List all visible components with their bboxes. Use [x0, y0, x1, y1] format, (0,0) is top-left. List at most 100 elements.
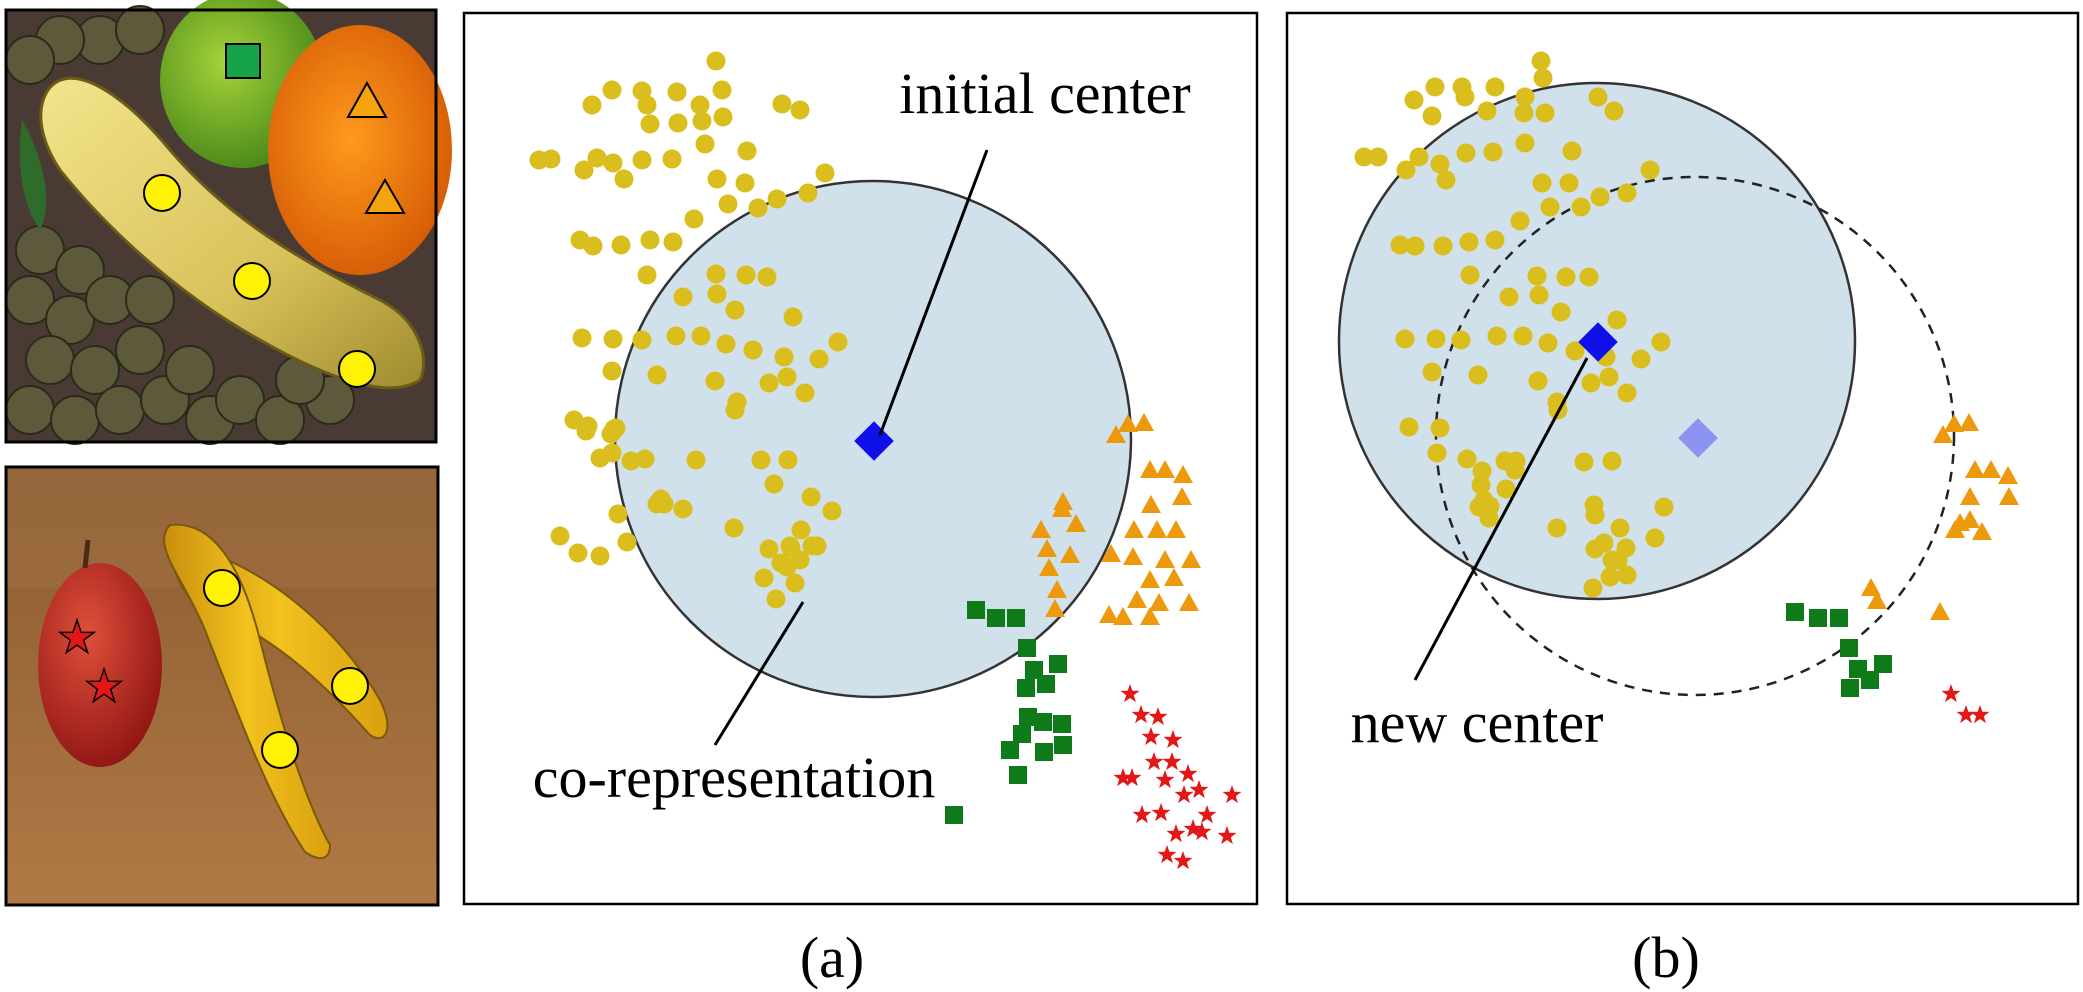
banana-point — [663, 232, 683, 252]
yellow-circle-marker — [261, 731, 299, 769]
lime-point — [1018, 639, 1036, 657]
orange-point — [1066, 514, 1086, 532]
banana-point — [614, 169, 634, 189]
orange-point — [1965, 460, 1985, 478]
yellow-circle-marker — [203, 569, 241, 607]
new-center-label: new center — [1351, 690, 1604, 755]
banana-point — [1422, 362, 1442, 382]
banana-point — [1485, 230, 1505, 250]
banana-point — [673, 287, 693, 307]
banana-point — [1496, 479, 1516, 499]
banana-point — [783, 307, 803, 327]
grape — [5, 35, 55, 85]
orange-point — [1099, 605, 1119, 623]
banana-point — [1477, 101, 1497, 121]
banana-point — [1610, 518, 1630, 538]
banana-point — [603, 329, 623, 349]
orange-point — [1149, 593, 1169, 611]
banana-point — [1460, 265, 1480, 285]
banana-point — [1562, 141, 1582, 161]
orange-triangle-marker — [346, 80, 388, 118]
orange-point — [1179, 593, 1199, 611]
banana-point — [1617, 183, 1637, 203]
apple-point — [1131, 705, 1151, 724]
lime-point — [1830, 609, 1848, 627]
banana-point — [1617, 565, 1637, 585]
orange-point — [1140, 607, 1160, 625]
banana-point — [772, 94, 792, 114]
banana-point — [1510, 211, 1530, 231]
banana-point — [640, 114, 660, 134]
orange-point — [1933, 425, 1953, 443]
banana-point — [587, 148, 607, 168]
banana-point — [666, 326, 686, 346]
yellow-circle-marker — [143, 174, 181, 212]
banana-point — [617, 532, 637, 552]
co-representation-label: co-representation — [533, 745, 936, 810]
banana-point — [1547, 518, 1567, 538]
banana-point — [640, 230, 660, 250]
co-representation-pointer — [713, 601, 805, 746]
banana-point — [1459, 232, 1479, 252]
banana-point — [1483, 142, 1503, 162]
banana-point — [1538, 333, 1558, 353]
banana-point — [692, 111, 712, 131]
panel-a-caption: (a) — [800, 925, 864, 990]
banana-point — [1585, 505, 1605, 525]
banana-point — [637, 265, 657, 285]
red-star-marker — [57, 617, 97, 655]
banana-point — [568, 543, 588, 563]
banana-point — [647, 365, 667, 385]
banana-point — [707, 284, 727, 304]
banana-point — [1588, 87, 1608, 107]
orange-point — [1106, 425, 1126, 443]
photo2-markers — [57, 569, 369, 769]
banana-fruit — [39, 76, 426, 390]
apple-point — [1148, 707, 1168, 726]
banana-point — [541, 149, 561, 169]
grape — [115, 325, 165, 375]
banana-point — [777, 367, 797, 387]
orange-point — [1960, 487, 1980, 505]
banana-point — [716, 334, 736, 354]
banana-point — [632, 150, 652, 170]
banana-point — [1574, 452, 1594, 472]
orange-point — [1127, 590, 1147, 608]
banana-point — [637, 95, 657, 115]
banana-point — [1427, 443, 1447, 463]
apple-point — [1192, 822, 1212, 841]
apple-point — [1970, 705, 1990, 724]
orange-point — [1140, 460, 1160, 478]
banana-point — [795, 383, 815, 403]
banana-point — [774, 347, 794, 367]
banana-point — [1602, 451, 1622, 471]
banana-point — [754, 568, 774, 588]
apple-point — [1197, 805, 1217, 824]
banana-point — [767, 189, 787, 209]
green-square-marker — [225, 43, 261, 79]
apple-point — [1163, 730, 1183, 749]
banana-point — [790, 100, 810, 120]
lime-point — [1009, 766, 1027, 784]
orange-point — [1998, 466, 2018, 484]
banana-point — [777, 557, 797, 577]
banana-point — [707, 169, 727, 189]
banana-point — [1409, 147, 1429, 167]
banana-point — [576, 421, 596, 441]
lime-point — [1809, 609, 1827, 627]
banana-point — [798, 183, 818, 203]
banana-point — [1456, 143, 1476, 163]
lime-point — [945, 806, 963, 824]
grape — [95, 385, 145, 435]
banana-point — [705, 371, 725, 391]
banana-point — [1499, 287, 1519, 307]
apple-point — [1141, 727, 1161, 746]
orange-point — [1861, 578, 1881, 596]
orange-point — [1930, 602, 1950, 620]
banana-point — [1533, 68, 1553, 88]
banana-point — [1405, 236, 1425, 256]
banana-point — [572, 328, 592, 348]
orange-point — [1140, 570, 1160, 588]
banana-point — [1527, 266, 1547, 286]
banana-point — [1645, 528, 1665, 548]
